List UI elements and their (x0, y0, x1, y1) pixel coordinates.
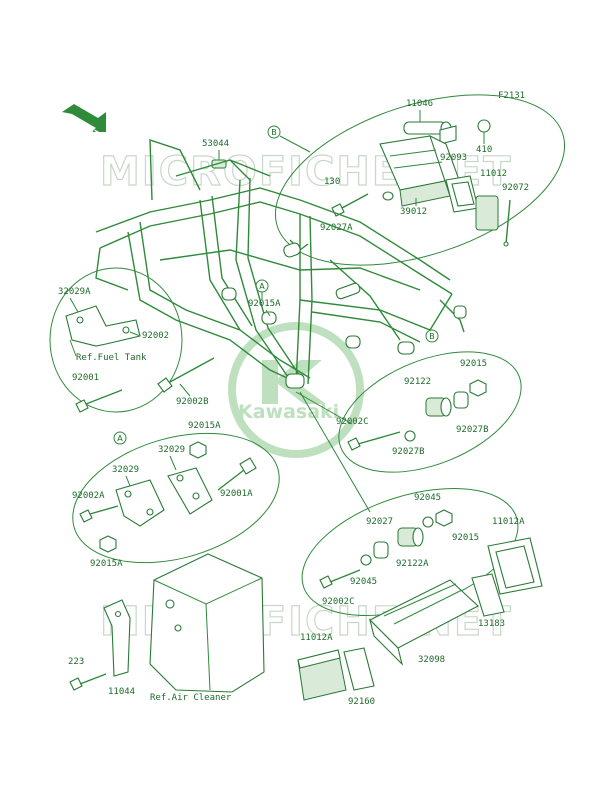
label-11044: 11044 (108, 687, 135, 697)
ref-b-circle-top: B (267, 125, 281, 139)
air-filter-11012A-top (487, 537, 543, 595)
label-92093: 92093 (440, 153, 467, 163)
label-13183: 13183 (478, 619, 505, 629)
svg-text:A: A (259, 282, 265, 291)
bushing-92122A (397, 527, 424, 547)
label-11012A-bot: 11012A (300, 633, 333, 643)
filter-bracket-11046 (403, 121, 457, 145)
filter-pad-92072 (475, 195, 511, 247)
label-92002: 92002 (142, 331, 169, 341)
washer-92027B-b (404, 430, 416, 442)
label-92002C: 92002C (336, 417, 369, 427)
fuel-tank-group-outline (49, 267, 183, 413)
label-92002A: 92002A (72, 491, 105, 501)
bracket-32029-right (167, 467, 213, 515)
bracket-32029-left (115, 479, 165, 527)
kawasaki-logo: Kawasaki (228, 322, 364, 458)
svg-text:B: B (271, 128, 277, 137)
label-410: 410 (476, 145, 492, 155)
label-39012: 39012 (400, 207, 427, 217)
washer-92045-top (422, 516, 434, 528)
air-filter-11012A-bot (297, 649, 347, 701)
label-92015A-mid: 92015A (188, 421, 221, 431)
label-92027B: 92027B (456, 425, 489, 435)
washer-92045-b (360, 554, 372, 566)
label-92122: 92122 (404, 377, 431, 387)
bolt-92001A (217, 457, 257, 491)
label-32029-a: 32029 (158, 445, 185, 455)
nut-92015-b (435, 509, 453, 527)
label-92002B: 92002B (176, 397, 209, 407)
nut-92015A-bot (99, 535, 117, 553)
label-32029A: 32029A (58, 287, 91, 297)
ref-a-circle-group: A (113, 431, 127, 445)
washer-410 (477, 119, 491, 133)
label-92045-top: 92045 (414, 493, 441, 503)
ref-fuel-tank: Ref.Fuel Tank (76, 353, 147, 363)
main-frame (95, 139, 467, 389)
label-92122A: 92122A (396, 559, 429, 569)
bracket-32029A (65, 305, 141, 347)
mount-group-outline (338, 351, 522, 473)
bolt-92002C (347, 431, 401, 451)
filter-element-11012 (445, 175, 479, 213)
svg-text:A: A (117, 434, 123, 443)
washer-92027A (382, 191, 394, 201)
label-92015A-bot: 92015A (90, 559, 123, 569)
logo-text: Kawasaki (238, 401, 339, 423)
figure-code: F2131 (498, 91, 525, 101)
label-11012A-top: 11012A (492, 517, 525, 527)
label-223: 223 (68, 657, 84, 667)
bolt-92001 (75, 389, 123, 413)
collar-92027 (373, 541, 389, 559)
bushing-92122 (425, 397, 452, 417)
ref-a-circle-frame: A (255, 279, 269, 293)
label-32029-b: 32029 (112, 465, 139, 475)
bolt-92002B (157, 357, 215, 393)
filter-box-39012 (379, 134, 463, 207)
label-92160: 92160 (348, 697, 375, 707)
bolt-223 (69, 673, 107, 691)
label-92072: 92072 (502, 183, 529, 193)
label-32098: 32098 (418, 655, 445, 665)
nut-92015 (469, 379, 487, 397)
duct-32098 (368, 579, 479, 666)
label-92001A: 92001A (220, 489, 253, 499)
label-92027B-b: 92027B (392, 447, 425, 457)
label-92045-b: 92045 (350, 577, 377, 587)
label-92027: 92027 (366, 517, 393, 527)
label-92002C-b: 92002C (322, 597, 355, 607)
collar-92027B (453, 391, 469, 409)
ref-air-cleaner: Ref.Air Cleaner (150, 693, 232, 703)
label-11046: 11046 (406, 99, 433, 109)
bolt-130 (331, 193, 369, 217)
label-11012: 11012 (480, 169, 507, 179)
air-cleaner-housing (149, 553, 265, 693)
seal-92160 (343, 647, 375, 691)
label-92001: 92001 (72, 373, 99, 383)
front-arrow-icon: FRONT (62, 104, 106, 139)
svg-text:B: B (429, 332, 435, 341)
seal-13183 (471, 573, 505, 617)
label-92015: 92015 (460, 359, 487, 369)
bolt-92002C-b (319, 569, 361, 589)
group-a-outline (72, 432, 280, 564)
bracket-11044 (103, 599, 131, 677)
bolt-92002A (79, 505, 119, 523)
group-b-outline (274, 94, 566, 266)
ref-b-circle-frame: B (425, 329, 439, 343)
label-53044: 53044 (202, 139, 229, 149)
label-92015A-frame: 92015A (248, 299, 281, 309)
label-130: 130 (324, 177, 340, 187)
nut-92015A-mid (189, 441, 207, 459)
label-92015-b: 92015 (452, 533, 479, 543)
